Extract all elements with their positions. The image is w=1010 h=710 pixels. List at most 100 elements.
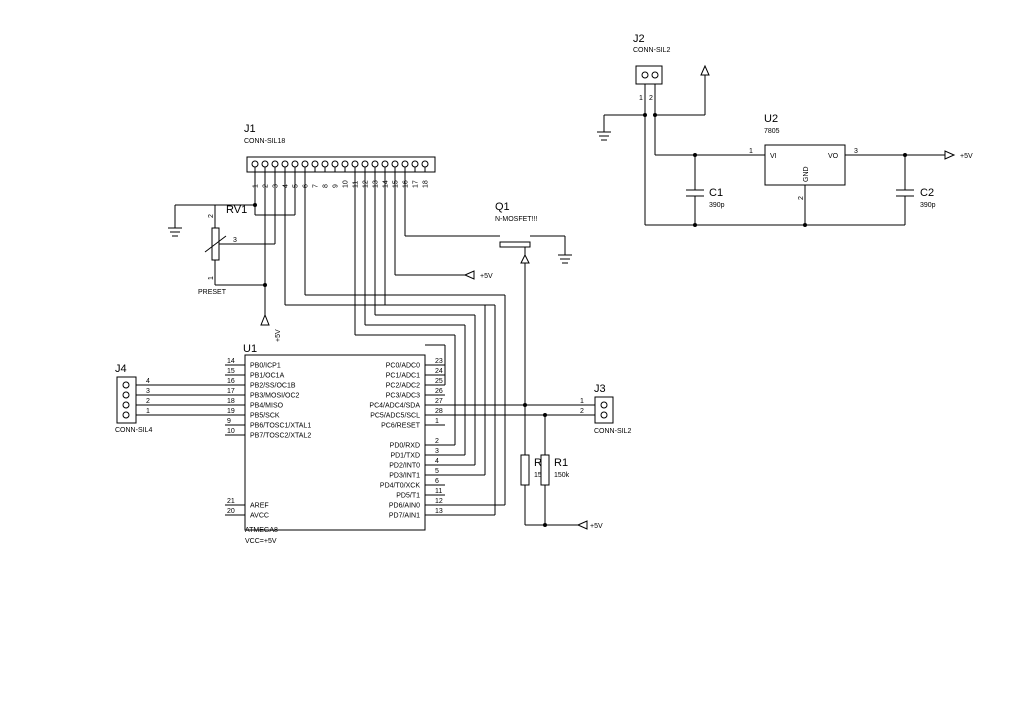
u1-right-pin-name: PC6/RESET	[381, 423, 421, 430]
u1-left-pin-number: 15	[227, 368, 235, 375]
j3-pin-1: 1	[580, 398, 584, 405]
u1-left-pin-name: PB1/OC1A	[250, 373, 285, 380]
u1-left-pin-name: PB2/SS/OC1B	[250, 383, 296, 390]
u1-right-pin-name: PC2/ADC2	[386, 383, 420, 390]
q1-value: N-MOSFET!!!	[495, 216, 537, 223]
u1-ref: U1	[243, 343, 257, 355]
u1-atmega8[interactable]: U1 ATMEGA8 VCC=+5V 14PB0/ICP115PB1/OC1A1…	[225, 343, 445, 545]
j2-ground	[597, 114, 645, 141]
r1-ref: R1	[554, 457, 568, 469]
j1-routing: +5V	[284, 172, 506, 516]
rv1-pin-1: 1	[208, 276, 215, 280]
u1-left-pin-name: PB7/TOSC2/XTAL2	[250, 433, 311, 440]
j2-connector[interactable]: J2 CONN-SIL2 1 2	[633, 33, 670, 115]
u1-left-pin-number: 19	[227, 408, 235, 415]
vout-label: +5V	[960, 153, 973, 160]
u1-right-pin-number: 5	[435, 468, 439, 475]
u1-left-pin-number: 14	[227, 358, 235, 365]
j3-pin-2: 2	[580, 408, 584, 415]
j1-ref: J1	[244, 123, 256, 135]
u1-right-pin-name: PC5/ADC5/SCL	[370, 413, 420, 420]
j4-connector[interactable]: J4 CONN-SIL4 4 3 2 1	[115, 363, 245, 434]
u1-right-pin-number: 4	[435, 458, 439, 465]
j1-pin-hole	[261, 160, 269, 168]
j1-pin-hole	[371, 160, 379, 168]
j1-pin-hole	[341, 160, 349, 168]
u1-right-pin-name: PD2/INT0	[389, 463, 420, 470]
j1-pin-number: 14	[383, 180, 390, 188]
u1-right-pin-number: 13	[435, 508, 443, 515]
j1-pin-number: 11	[353, 181, 360, 188]
u1-right-pin-name: PD0/RXD	[390, 443, 420, 450]
j1-pin-hole	[271, 160, 279, 168]
j1-pin-number: 5	[293, 184, 300, 188]
j1-pin16-vcc: +5V	[480, 273, 493, 280]
u2-vo-label: VO	[828, 153, 839, 160]
j1-pin-hole	[401, 160, 409, 168]
u2-ref: U2	[764, 113, 778, 125]
j4-pin-1: 1	[146, 408, 150, 415]
c2-capacitor[interactable]: C2 390p	[896, 155, 936, 225]
u1-right-pin-number: 3	[435, 448, 439, 455]
u1-right-pin-number: 26	[435, 388, 443, 395]
j1-pin-number: 10	[343, 180, 350, 188]
j3-value: CONN-SIL2	[594, 428, 631, 435]
u1-right-pin-number: 11	[435, 488, 442, 495]
j1-pin-hole	[301, 160, 309, 168]
u2-gnd-label: GND	[803, 166, 810, 182]
j2-value: CONN-SIL2	[633, 47, 670, 54]
u2-pin-2: 2	[798, 196, 805, 200]
j2-pin-1: 1	[639, 95, 643, 102]
u1-right-pin-number: 28	[435, 408, 443, 415]
j1-pin-hole	[411, 160, 419, 168]
j1-pin-number: 15	[393, 180, 400, 188]
u1-right-pin-name: PC0/ADC0	[386, 363, 420, 370]
u1-left-pin-number: 20	[227, 508, 235, 515]
r1-resistor[interactable]: R1 150k	[540, 454, 570, 486]
u2-value: 7805	[764, 128, 780, 135]
q1-ref: Q1	[495, 201, 510, 213]
j1-pin-number: 17	[413, 180, 420, 188]
rv1-preset[interactable]: RV1 PRESET 2 3 1	[198, 204, 275, 296]
j1-pin-number: 2	[263, 184, 270, 188]
j4-pin-4: 4	[146, 378, 150, 385]
j3-connector[interactable]: J3 CONN-SIL2 1 2	[580, 383, 631, 435]
u2-vi-label: VI	[770, 153, 777, 160]
j2-ref: J2	[633, 33, 645, 45]
supply-wires	[643, 113, 945, 227]
u1-right-pin-number: 12	[435, 498, 443, 505]
rv1-vcc-label: +5V	[275, 329, 282, 342]
j1-pin-hole	[361, 160, 369, 168]
u1-right-pin-number: 1	[435, 418, 439, 425]
j4-value: CONN-SIL4	[115, 427, 152, 434]
rv1-ref: RV1	[226, 204, 247, 216]
j1-pin-number: 8	[323, 184, 330, 188]
u1-right-pin-number: 2	[435, 438, 439, 445]
u1-left-pin-name: PB6/TOSC1/XTAL1	[250, 423, 311, 430]
u1-right-pin-name: PD3/INT1	[389, 473, 420, 480]
u2-regulator[interactable]: U2 7805 VI VO GND 1 3 2	[749, 113, 858, 200]
u1-value: ATMEGA8	[245, 527, 278, 534]
j1-value: CONN-SIL18	[244, 138, 285, 145]
u1-left-pin-name: PB5/SCK	[250, 413, 280, 420]
j1-pin-number: 13	[373, 180, 380, 188]
u1-right-pin-name: PD6/AIN0	[389, 503, 420, 510]
c1-value: 390p	[709, 202, 725, 209]
rv1-value: PRESET	[198, 289, 227, 296]
u1-right-pin-name: PD5/T1	[396, 493, 420, 500]
u1-right-pin-name: PD7/AIN1	[389, 513, 420, 520]
j1-pin-hole	[381, 160, 389, 168]
u1-right-pin-number: 24	[435, 368, 443, 375]
j1-pin-hole	[281, 160, 289, 168]
u1-right-pin-name: PC3/ADC3	[386, 393, 420, 400]
u1-left-pin-number: 16	[227, 378, 235, 385]
j1-pin-number: 3	[273, 184, 280, 188]
u1-right-pin-number: 23	[435, 358, 443, 365]
u2-pin-3: 3	[854, 148, 858, 155]
j1-pin-hole	[251, 160, 259, 168]
j1-pin-number: 7	[313, 184, 320, 188]
c1-capacitor[interactable]: C1 390p	[686, 155, 725, 225]
u1-left-pin-name: AREF	[250, 503, 269, 510]
